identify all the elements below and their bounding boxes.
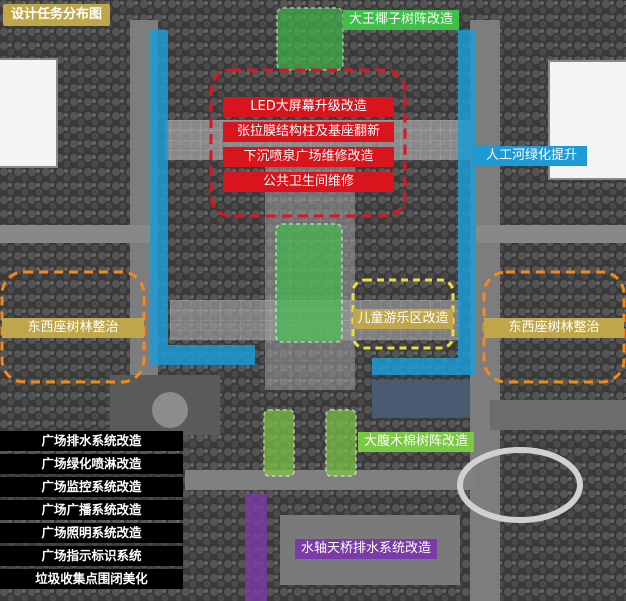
system-item-signage: 广场指示标识系统 <box>0 546 183 566</box>
zone-playground <box>351 278 455 350</box>
system-item-drainage: 广场排水系统改造 <box>0 431 183 451</box>
red-item-toilet: 公共卫生间维修 <box>223 172 394 192</box>
red-item-fountain: 下沉喷泉广场维修改造 <box>223 147 394 167</box>
red-item-membrane: 张拉膜结构柱及基座翻新 <box>223 122 394 142</box>
system-item-garbage: 垃圾收集点围闭美化 <box>0 569 183 589</box>
river-east <box>372 30 476 375</box>
zone-coconut <box>276 7 344 71</box>
label-kapok: 大腹木棉树阵改造 <box>358 432 475 452</box>
system-item-irrigation: 广场绿化喷淋改造 <box>0 454 183 474</box>
label-river: 人工河绿化提升 <box>476 146 588 166</box>
system-item-broadcast: 广场广播系统改造 <box>0 500 183 520</box>
zone-kapok-left <box>263 409 295 477</box>
label-forest-east: 东西座树林整治 <box>484 318 624 338</box>
label-bridge: 水轴天桥排水系统改造 <box>295 539 438 559</box>
system-item-monitoring: 广场监控系统改造 <box>0 477 183 497</box>
map-title: 设计任务分布图 <box>3 4 111 26</box>
label-coconut: 大王椰子树阵改造 <box>343 10 460 30</box>
zone-kapok-right <box>325 409 357 477</box>
zone-central-green <box>275 223 343 343</box>
zone-plaza <box>209 68 407 218</box>
zone-bridge <box>245 494 267 601</box>
label-playground: 儿童游乐区改造 <box>353 309 453 329</box>
red-item-led: LED大屏幕升级改造 <box>223 97 394 117</box>
west-building <box>0 58 58 168</box>
system-item-lighting: 广场照明系统改造 <box>0 523 183 543</box>
label-forest-west: 东西座树林整治 <box>2 318 144 338</box>
river-west <box>150 30 255 365</box>
